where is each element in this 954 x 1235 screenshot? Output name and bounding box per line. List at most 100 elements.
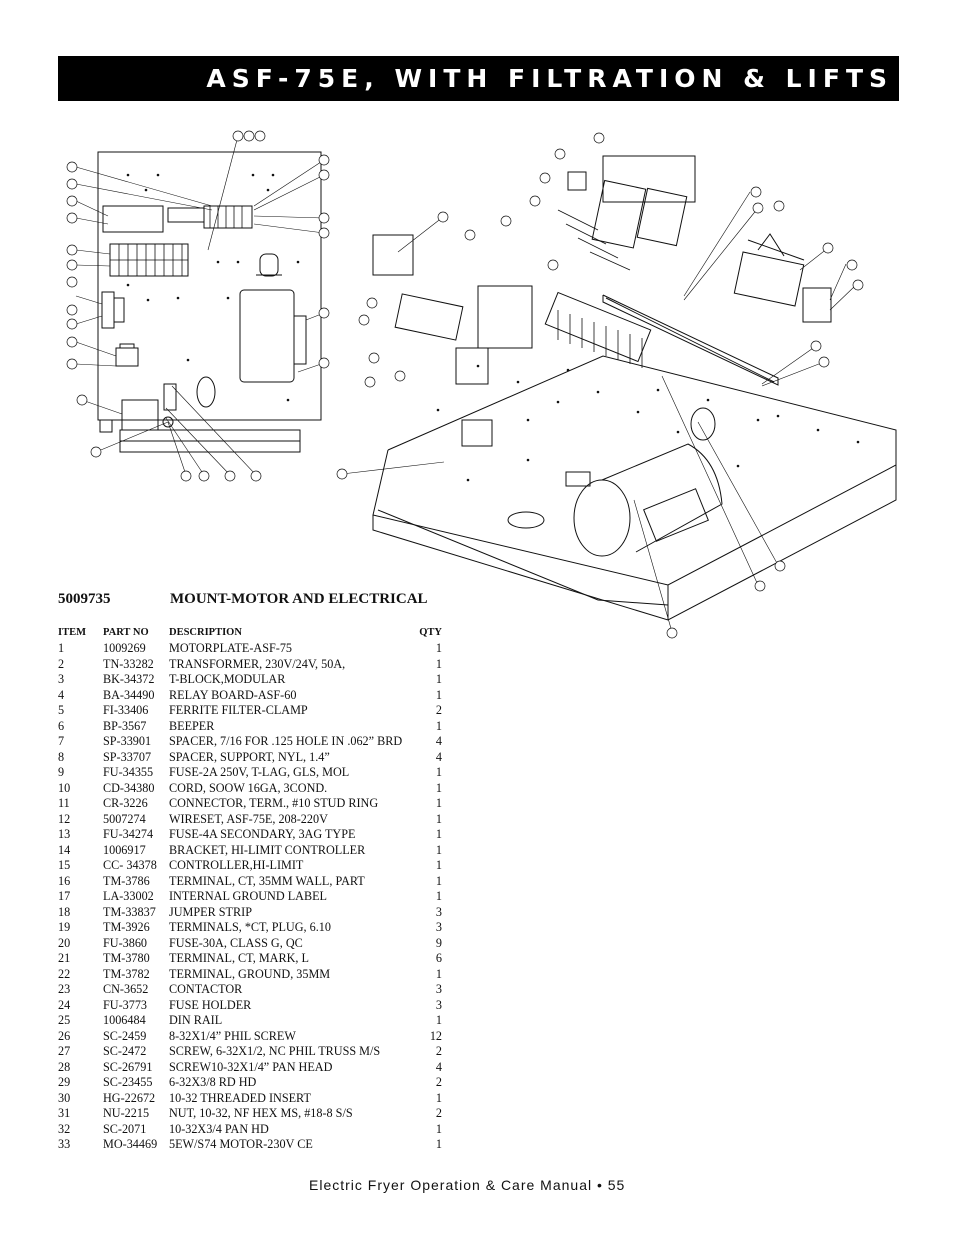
cell-part-no: SC-2071 [103, 1121, 147, 1136]
cell-qty: 3 [435, 904, 442, 919]
title-banner: ASF-75E, WITH FILTRATION & LIFTS [58, 56, 899, 101]
cell-part-no: SC-23455 [103, 1075, 153, 1089]
cell-part-no: FU-3860 [103, 935, 148, 950]
cell-description: SPACER, SUPPORT, NYL, 1.4” [169, 749, 330, 764]
cell-part-no: CR-3226 [103, 796, 148, 810]
cell-part-no: SP-33707 [103, 749, 152, 764]
cell-part-no: CD-34380 [103, 780, 155, 795]
cell-qty: 1 [435, 641, 442, 655]
cell-item: 26 [58, 1028, 71, 1043]
cell-item: 25 [58, 1013, 71, 1027]
cell-part-no: FU-34274 [103, 827, 154, 841]
front-view-panel [97, 151, 322, 453]
cell-description: 5EW/S74 MOTOR-230V CE [169, 1137, 313, 1151]
cell-description: FUSE-30A, CLASS G, QC [169, 935, 303, 950]
cell-part-no: FU-34355 [103, 765, 154, 779]
fastener-dots [126, 173, 860, 482]
cell-part-no: SC-26791 [103, 1059, 153, 1074]
cell-qty: 1 [435, 765, 442, 779]
cell-qty: 1 [435, 718, 442, 733]
cell-description: JUMPER STRIP [169, 904, 252, 919]
cell-qty: 1 [435, 966, 442, 981]
cell-qty: 2 [435, 1044, 442, 1058]
cell-item: 20 [58, 935, 71, 950]
cell-description: CONTROLLER,HI-LIMIT [169, 858, 304, 872]
cell-description: SCREW10-32X1/4” PAN HEAD [169, 1059, 333, 1074]
cell-part-no: TM-33837 [103, 904, 156, 919]
cell-qty: 1 [435, 656, 442, 671]
cell-description: BRACKET, HI-LIMIT CONTROLLER [169, 842, 366, 857]
cell-qty: 9 [435, 935, 442, 950]
cell-qty: 1 [435, 687, 442, 702]
cell-item: 10 [58, 780, 71, 795]
cell-part-no: TN-33282 [103, 656, 154, 671]
cell-description: 10-32X3/4 PAN HD [169, 1121, 269, 1136]
assembly-number: 5009735 [58, 591, 111, 607]
cell-part-no: CN-3652 [103, 982, 149, 996]
cell-description: TERMINAL, GROUND, 35MM [169, 966, 331, 981]
cell-qty: 1 [435, 780, 442, 795]
cell-qty: 1 [435, 1090, 442, 1105]
cell-item: 11 [58, 796, 70, 810]
cell-qty: 4 [435, 734, 442, 748]
cell-item: 19 [58, 920, 71, 934]
cell-description: T-BLOCK,MODULAR [169, 672, 286, 686]
cell-item: 7 [58, 734, 65, 748]
cell-description: NUT, 10-32, NF HEX MS, #18-8 S/S [169, 1106, 353, 1120]
cell-qty: 4 [435, 1059, 442, 1074]
cell-part-no: MO-34469 [103, 1137, 158, 1151]
col-header-part: PART NO [103, 627, 149, 638]
cell-part-no: BK-34372 [103, 672, 155, 686]
cell-part-no: HG-22672 [103, 1090, 156, 1105]
cell-item: 16 [58, 873, 71, 888]
cell-part-no: SC-2459 [103, 1028, 147, 1043]
col-header-description: DESCRIPTION [169, 627, 242, 638]
cell-part-no: FU-3773 [103, 997, 148, 1012]
iso-base-plate [372, 155, 897, 621]
table-row: 10 CD-34380 CORD, SOOW 16GA, 3COND. 1 [58, 781, 442, 797]
cell-item: 6 [58, 718, 65, 733]
cell-part-no: CC- 34378 [103, 858, 157, 872]
cell-qty: 2 [435, 703, 442, 717]
page-footer: Electric Fryer Operation & Care Manual •… [309, 1177, 626, 1193]
cell-description: SPACER, 7/16 FOR .125 HOLE IN .062” BRD [169, 734, 403, 748]
cell-item: 27 [58, 1044, 71, 1058]
cell-qty: 4 [435, 749, 442, 764]
assembly-title: MOUNT-MOTOR AND ELECTRICAL [170, 591, 428, 607]
cell-description: FUSE-4A SECONDARY, 3AG TYPE [169, 827, 356, 841]
cell-qty: 1 [435, 811, 442, 826]
cell-description: MOTORPLATE-ASF-75 [169, 641, 293, 655]
cell-description: 10-32 THREADED INSERT [169, 1090, 311, 1105]
cell-item: 23 [58, 982, 71, 996]
cell-description: CORD, SOOW 16GA, 3COND. [169, 780, 328, 795]
cell-qty: 3 [435, 920, 442, 934]
cell-qty: 2 [435, 1075, 442, 1089]
cell-item: 21 [58, 951, 71, 965]
cell-qty: 3 [435, 997, 442, 1012]
cell-description: FERRITE FILTER-CLAMP [169, 703, 308, 717]
cell-item: 2 [58, 656, 65, 671]
cell-part-no: TM-3782 [103, 966, 150, 981]
cell-part-no: 1006917 [103, 842, 146, 857]
cell-description: BEEPER [169, 718, 215, 733]
